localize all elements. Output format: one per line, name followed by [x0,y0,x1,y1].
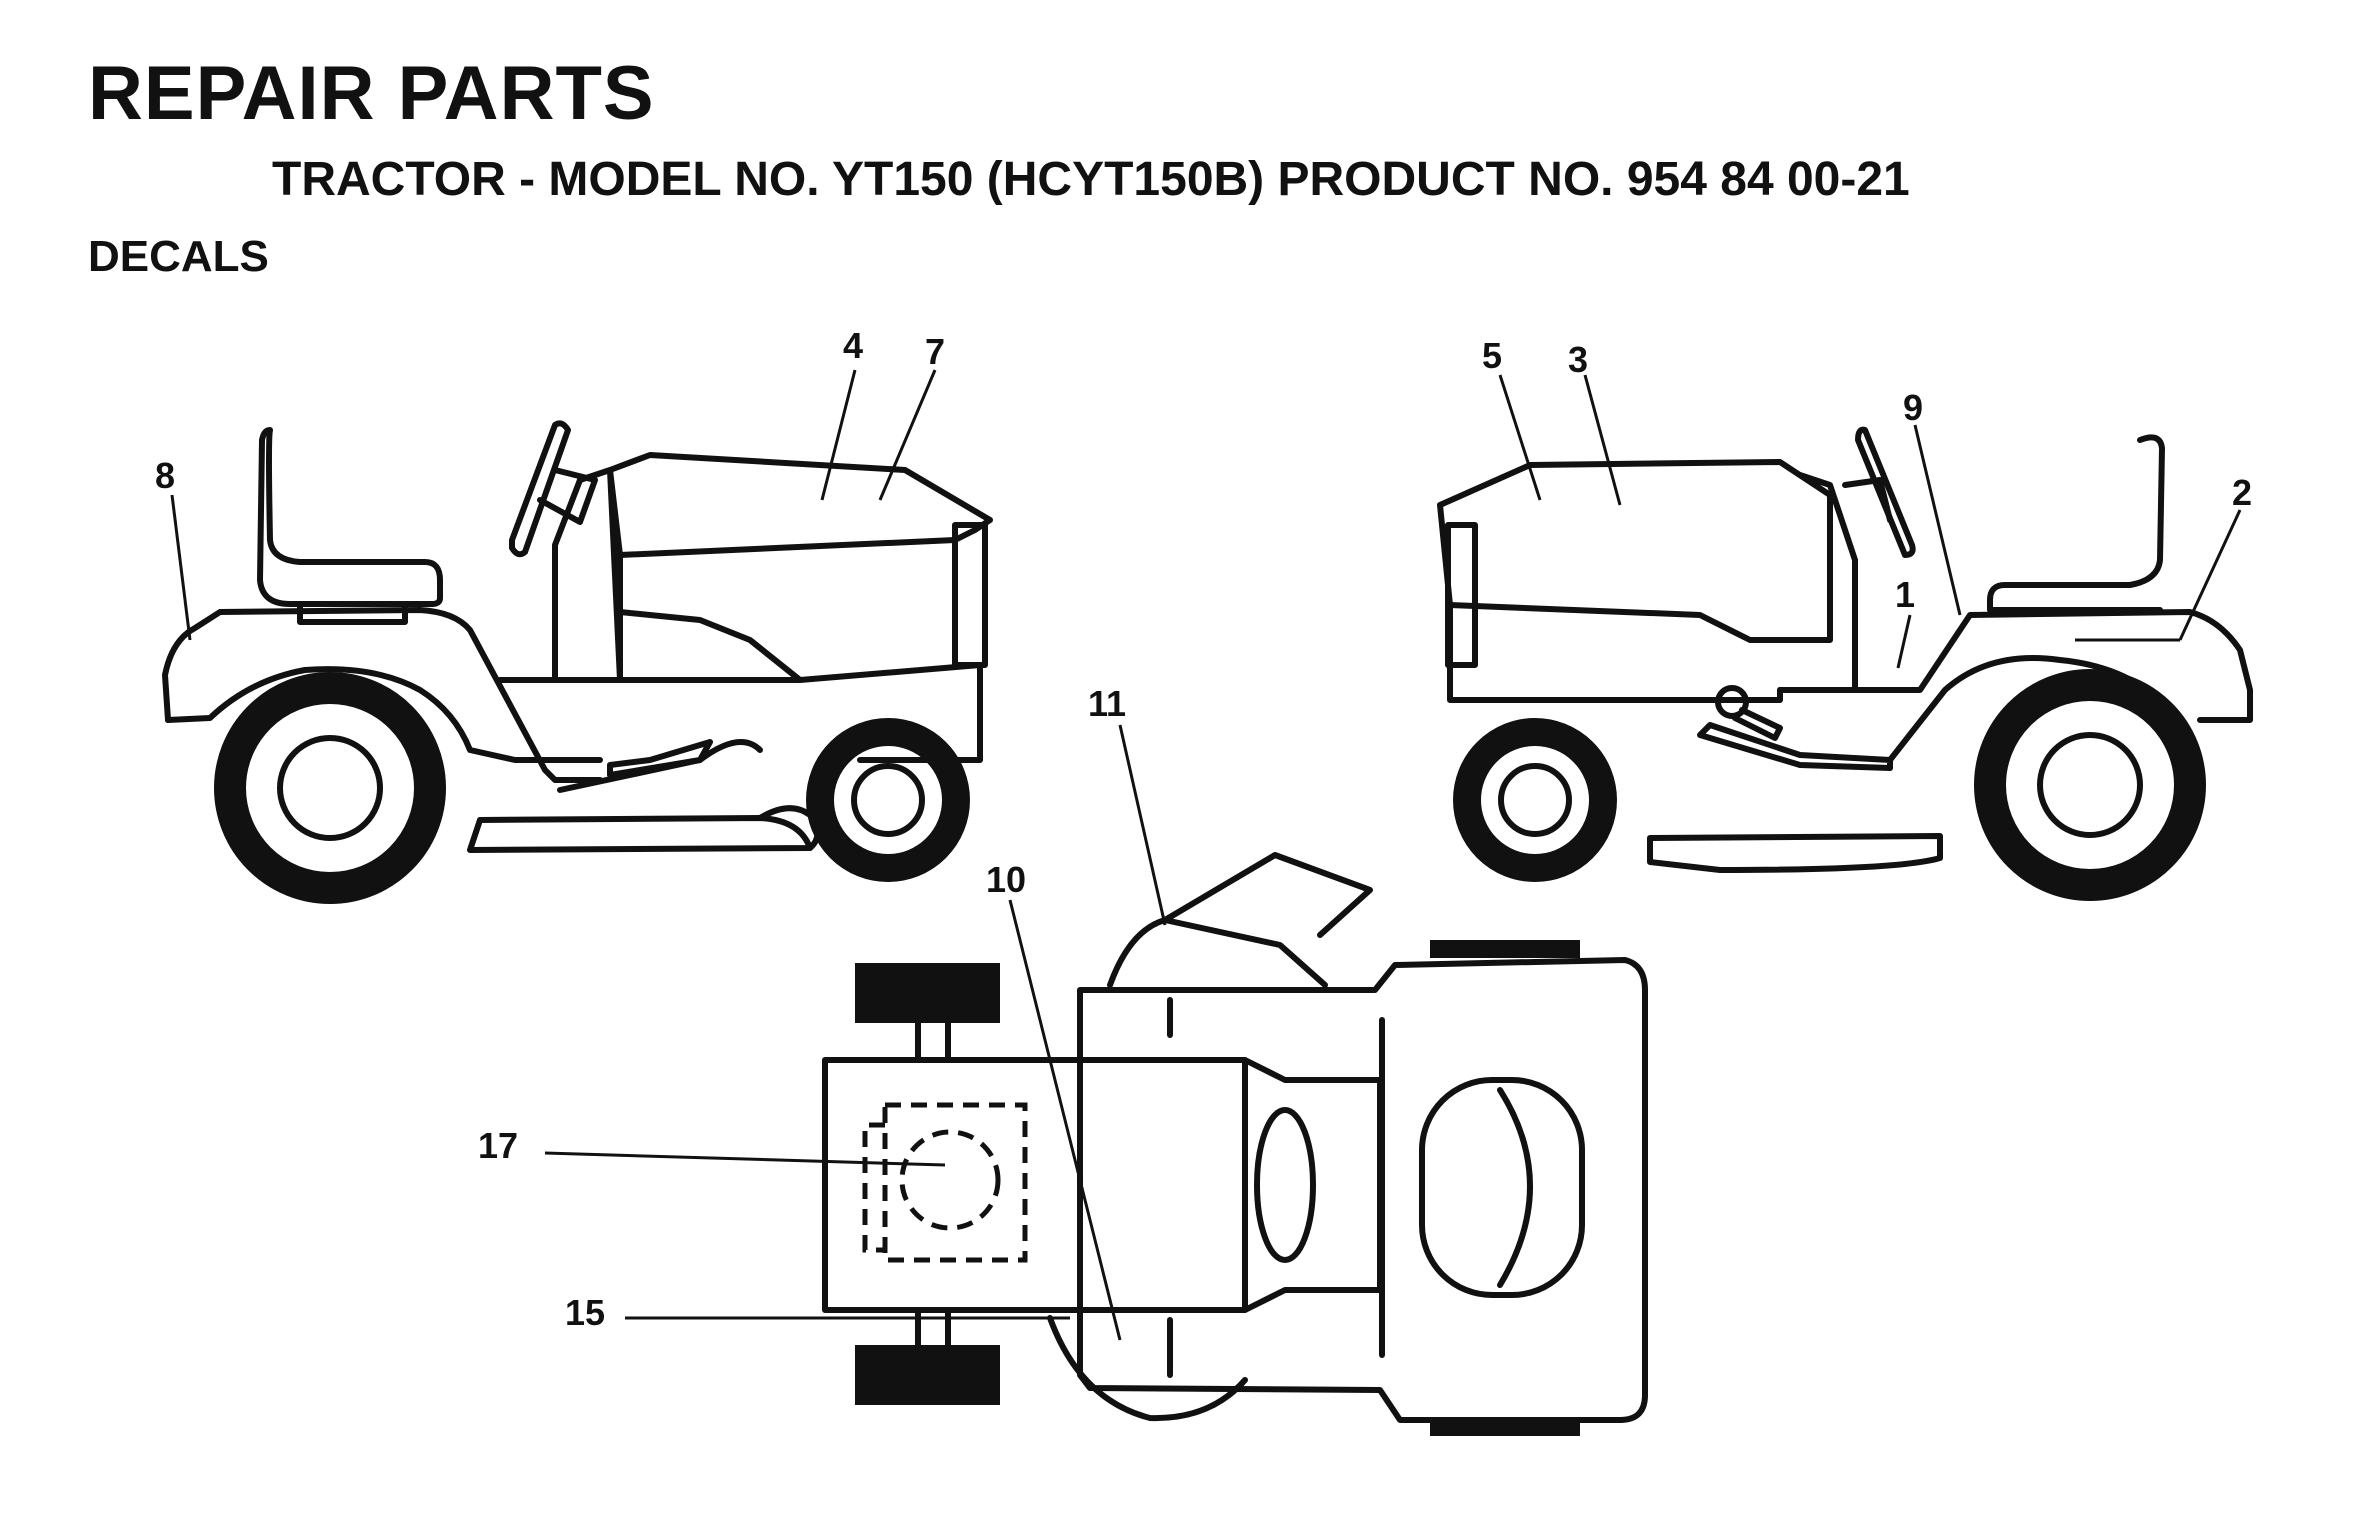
rear-tire-bottom [855,1345,1000,1405]
grille [952,522,988,668]
callout-5: 5 [1482,335,1502,376]
front-wheel-outer [806,718,970,882]
mower-deck-bottom [1047,1315,1248,1422]
tractor-right-side-view [1437,426,2253,901]
callout-17: 17 [478,1125,518,1166]
rear-wheel-outer [214,672,446,904]
seat [1987,434,2165,613]
seat [257,427,443,607]
tractor-top-view [822,852,1648,1436]
leader-9 [1913,424,1962,616]
rear-wheel-hub [2037,732,2143,838]
callout-labels: 4 7 8 5 3 9 2 1 11 10 17 15 [155,325,2252,1333]
footrest [1697,722,1893,771]
callout-1: 1 [1895,574,1915,615]
lift-lever [1732,707,1783,741]
callout-11: 11 [1088,683,1126,724]
front-wheel-hub [851,763,925,837]
steering-wheel [1855,426,1916,558]
tractor-left-side-view [162,420,993,904]
decal-outline-circle [899,1129,1001,1231]
front-frame [1447,602,1783,703]
callout-8: 8 [155,455,175,496]
body-outline [1077,957,1648,1423]
callout-15: 15 [565,1292,605,1333]
rear-fender [162,607,603,783]
section-heading: DECALS [88,232,269,281]
steering-column [537,467,598,525]
rear-fender-lower [165,666,603,763]
front-tire-top [1430,940,1580,958]
callout-9: 9 [1903,387,1923,428]
rear-axle [915,1020,951,1348]
seat-housing [822,1057,1248,1313]
rear-wheel-hub [277,735,383,841]
decal-outline-rect [882,1102,1028,1263]
leader-1 [1896,614,1912,669]
discharge-chute [1162,852,1373,938]
hood [1437,459,1833,643]
callout-7: 7 [925,331,945,372]
leader-17 [544,1151,946,1167]
leader-8 [170,494,192,641]
decal-outline-side [862,1122,885,1253]
hood-vent [1419,1077,1585,1298]
leader-4 [820,369,857,501]
steering-wheel-top [1254,1107,1316,1263]
callout-2: 2 [2232,472,2252,513]
front-wheel-hub [1498,763,1572,837]
hood-lower [617,552,803,683]
mower-deck-top [1107,917,1328,988]
leader-3 [1583,374,1622,506]
mower-deck [1647,833,1943,873]
lift-lever-knob [1715,685,1749,719]
rear-wheel-outer [1974,669,2206,901]
steering-wheel [509,420,571,558]
hood-vent-inner [1497,1087,1533,1288]
rear-tire-top [855,963,1000,1023]
page-subtitle: TRACTOR - MODEL NO. YT150 (HCYT150B) PRO… [272,153,1910,206]
leader-11 [1118,724,1167,926]
callout-3: 3 [1568,339,1588,380]
leader-10 [1008,899,1122,1341]
callout-4: 4 [843,325,863,366]
leader-7 [878,369,937,501]
dash-panel [552,467,623,683]
callout-10: 10 [986,859,1026,900]
footrest [607,739,713,778]
hood [607,452,993,558]
leader-lines [170,369,2242,1341]
deck-chute [757,805,821,851]
mower-deck [467,815,813,853]
front-wheel-outer [1453,718,1617,882]
page-title: REPAIR PARTS [88,51,655,136]
leader-2 [2178,509,2242,641]
leader-5 [1498,374,1542,501]
steering-column [1842,477,1893,523]
